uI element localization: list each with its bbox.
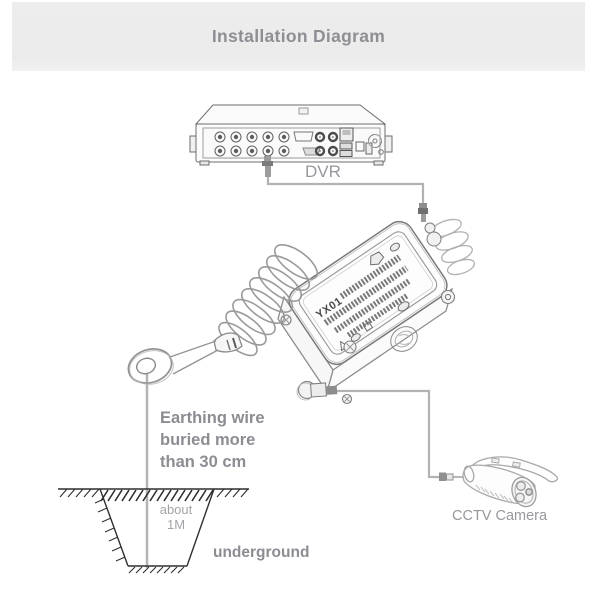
earthing-note-line3: than 30 cm: [160, 453, 247, 471]
dvr-drawing: [189, 104, 393, 177]
earth-ring-terminal: [127, 340, 219, 385]
dvr-rca-ports: [314, 131, 339, 157]
earthing-note-line2: buried more: [160, 431, 256, 449]
screw-icon: [280, 289, 456, 405]
bnc-plug-top: [418, 203, 428, 222]
device-label-fineprint: [323, 254, 412, 338]
pit-depth-line2: 1M: [166, 517, 186, 532]
dvr-vga-port: [293, 131, 314, 142]
page-title: Installation Diagram: [211, 26, 386, 46]
dvr-usb-ports: [339, 142, 353, 157]
cable-protector-to-camera: [336, 389, 439, 479]
trench-drawing: [58, 488, 249, 574]
pit-bottom-hatch: [128, 566, 185, 574]
underground-label: underground: [213, 544, 310, 561]
pit-walls: [99, 488, 215, 567]
dvr-bnc-pigtail: [262, 156, 273, 177]
camera-front-face: [511, 476, 537, 508]
protector-input-connector: [424, 222, 442, 247]
dvr-power-switch: [365, 142, 373, 155]
pit-depth-label: about 1M: [148, 502, 204, 532]
pit-wall-hatch: [94, 498, 126, 562]
protector-output-connector: [296, 380, 338, 401]
earthing-note-line1: Earthing wire: [160, 409, 265, 427]
ground-hatch-left: [59, 488, 100, 498]
cctv-camera-drawing: [439, 456, 559, 508]
surge-protector-drawing: YX01: [277, 220, 456, 405]
header-band: Installation Diagram: [12, 2, 585, 71]
dvr-label: DVR: [305, 162, 341, 181]
dvr-power-jack: [355, 141, 365, 152]
stamp-logo-icon: [390, 326, 418, 352]
spring-coil-earth: [218, 244, 319, 357]
cable-dvr-to-protector: [266, 177, 425, 205]
earthing-note: Earthing wire buried more than 30 cm: [160, 407, 310, 473]
cctv-camera-label: CCTV Camera: [452, 508, 548, 524]
ground-hatch-right: [216, 488, 249, 498]
dvr-fan: [368, 134, 382, 148]
pit-depth-line1: about: [159, 502, 193, 517]
pit-top-hatch: [100, 489, 214, 502]
earth-lug: [213, 332, 243, 353]
